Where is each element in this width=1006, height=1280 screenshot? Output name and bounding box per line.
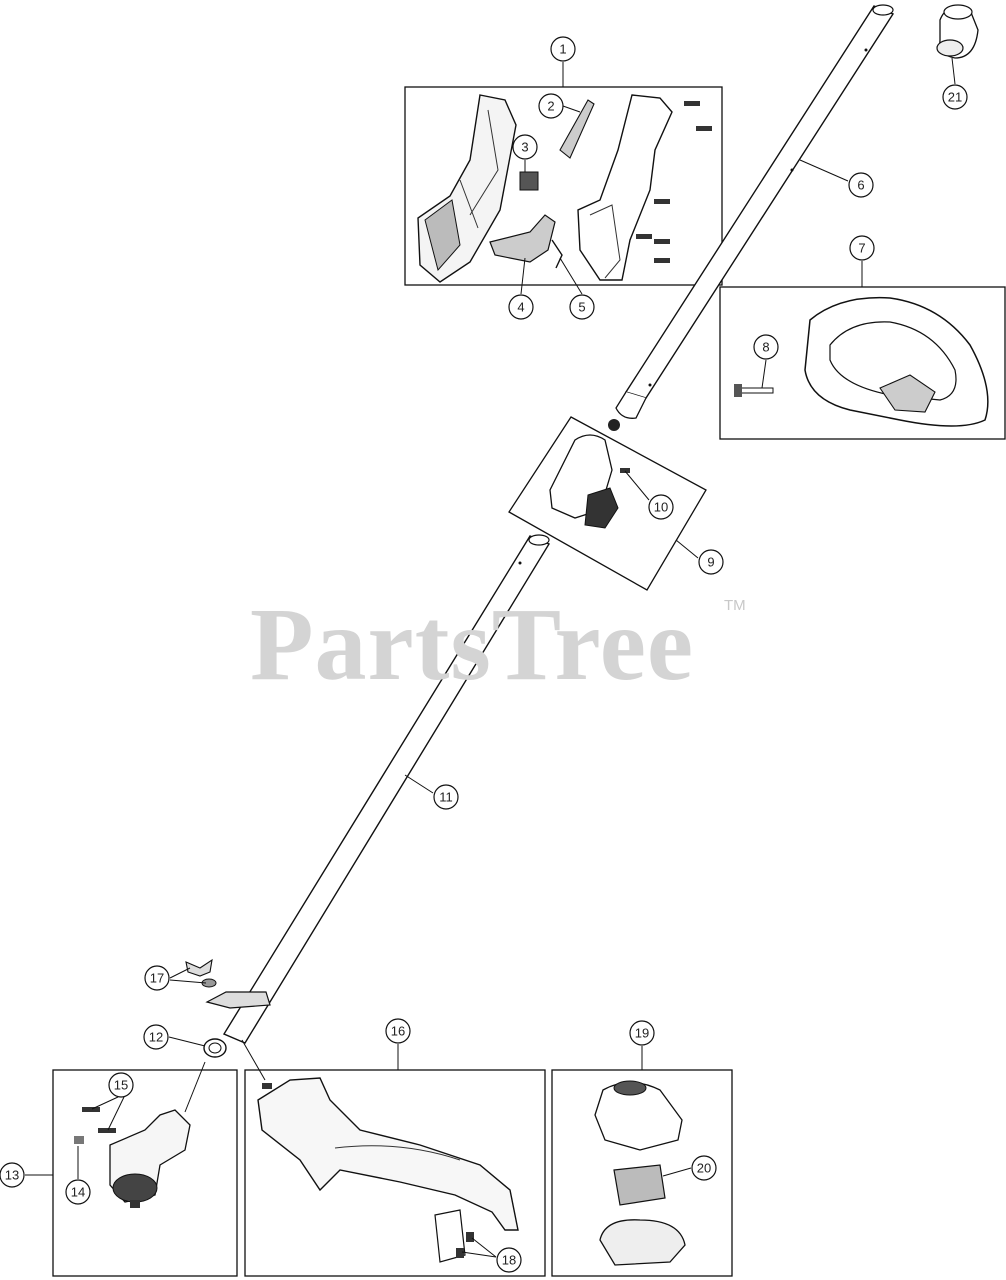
- callout-label: 7: [858, 241, 865, 256]
- trigger-part: [489, 214, 556, 263]
- callout-circle: [433, 784, 459, 810]
- callout-label: 17: [150, 971, 164, 986]
- watermark: PartsTree: [250, 587, 695, 702]
- head-housing-part: [594, 1080, 683, 1151]
- callout-label: 8: [762, 340, 769, 355]
- trademark-mark: TM: [724, 597, 746, 614]
- callout-5: 5: [569, 294, 595, 320]
- callout-4: 4: [508, 294, 534, 320]
- callout-label: 3: [521, 140, 528, 155]
- callout-label: 16: [391, 1024, 405, 1039]
- guard-screws-part: [262, 1083, 474, 1258]
- callout-circle: [108, 1072, 134, 1098]
- callout-label: 20: [697, 1161, 711, 1176]
- callout-circle: [538, 93, 564, 119]
- callout-10: 10: [648, 494, 674, 520]
- leader-lines: [25, 57, 956, 1258]
- callout-6: 6: [848, 172, 874, 198]
- callout-circle: [144, 965, 170, 991]
- lower-shaft-part: [203, 534, 551, 1058]
- switch-part: [519, 171, 539, 191]
- callout-circle: [508, 294, 534, 320]
- callout-12: 12: [143, 1024, 169, 1050]
- callout-label: 5: [578, 300, 585, 315]
- spool-part: [613, 1164, 666, 1206]
- callout-15: 15: [108, 1072, 134, 1098]
- callout-label: 13: [5, 1168, 19, 1183]
- callout-circle: [569, 294, 595, 320]
- callout-13: 13: [0, 1162, 25, 1188]
- handle-screws-part: [636, 101, 712, 263]
- handle-housing-right-part: [577, 94, 673, 281]
- callout-circle: [942, 84, 968, 110]
- callout-circle: [512, 134, 538, 160]
- group-box-coupler: [508, 416, 707, 591]
- callout-3: 3: [512, 134, 538, 160]
- callout-label: 14: [71, 1185, 85, 1200]
- gearbox-screws-part: [74, 1107, 116, 1144]
- lockout-button-part: [559, 99, 595, 159]
- callout-14: 14: [65, 1179, 91, 1205]
- head-cap-part: [599, 1219, 686, 1266]
- callout-circle: [753, 334, 779, 360]
- callout-circle: [848, 172, 874, 198]
- callout-label: 10: [654, 500, 668, 515]
- callout-20: 20: [691, 1155, 717, 1181]
- handle-housing-left-part: [417, 94, 517, 283]
- callout-circle: [0, 1162, 25, 1188]
- callout-label: 6: [857, 178, 864, 193]
- callout-circle: [385, 1018, 411, 1044]
- callout-16: 16: [385, 1018, 411, 1044]
- callout-label: 4: [517, 300, 524, 315]
- callout-label: 1: [559, 42, 566, 57]
- callout-label: 2: [547, 99, 554, 114]
- callout-circle: [550, 36, 576, 62]
- group-box-gearbox: [52, 1069, 238, 1277]
- callout-label: 18: [502, 1253, 516, 1268]
- callout-18: 18: [496, 1247, 522, 1273]
- callout-9: 9: [698, 549, 724, 575]
- callout-2: 2: [538, 93, 564, 119]
- group-box-guard: [244, 1069, 546, 1277]
- upper-shaft-part: [608, 4, 895, 431]
- callout-label: 15: [114, 1078, 128, 1093]
- callout-circle: [691, 1155, 717, 1181]
- callout-8: 8: [753, 334, 779, 360]
- callout-label: 21: [948, 90, 962, 105]
- callout-19: 19: [629, 1020, 655, 1046]
- callout-circle: [143, 1024, 169, 1050]
- callout-label: 11: [439, 790, 453, 805]
- callout-label: 12: [149, 1030, 163, 1045]
- coupler-part: [549, 434, 619, 529]
- callout-1: 1: [550, 36, 576, 62]
- callout-circle: [849, 235, 875, 261]
- gearbox-part: [109, 1109, 191, 1208]
- callout-circle: [496, 1247, 522, 1273]
- callout-label: 19: [635, 1026, 649, 1041]
- callout-7: 7: [849, 235, 875, 261]
- spring-part: [551, 239, 563, 269]
- callout-circle: [629, 1020, 655, 1046]
- callout-11: 11: [433, 784, 459, 810]
- guard-part: [257, 1077, 519, 1263]
- callout-circle: [65, 1179, 91, 1205]
- callout-circle: [698, 549, 724, 575]
- callout-17: 17: [144, 965, 170, 991]
- assist-handle-part: [804, 296, 989, 427]
- assist-handle-bolt-part: [734, 384, 774, 397]
- callout-circle: [648, 494, 674, 520]
- callout-label: 9: [707, 555, 714, 570]
- coupler-screw-part: [620, 468, 630, 473]
- end-cap-part: [936, 4, 979, 59]
- callout-21: 21: [942, 84, 968, 110]
